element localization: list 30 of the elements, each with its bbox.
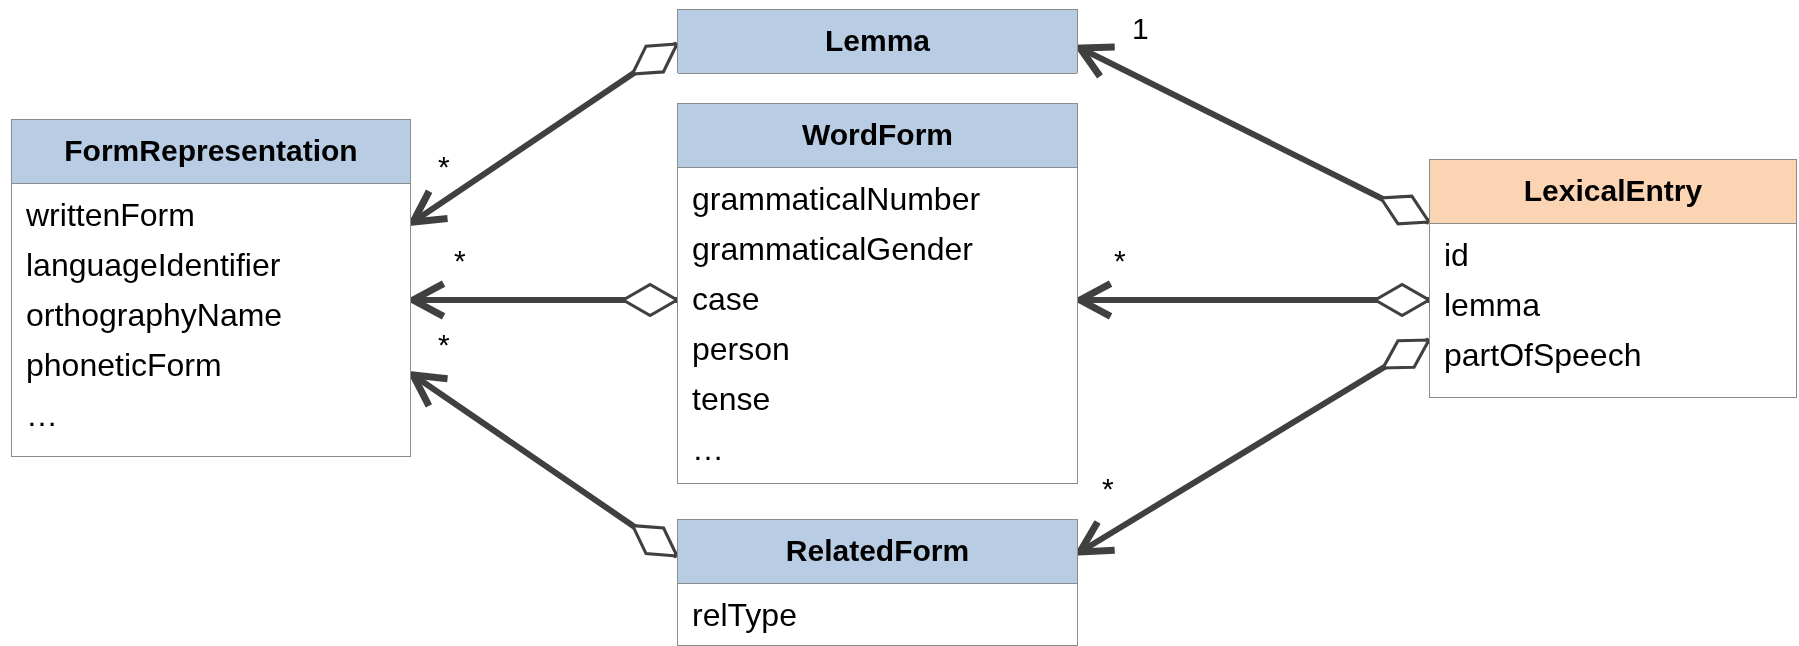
attribute-text: languageIdentifier: [25, 246, 282, 285]
attribute-text: …: [691, 430, 725, 469]
aggregation-arrow: [409, 41, 679, 226]
class-box: [677, 103, 1078, 484]
attribute-text: person: [691, 330, 791, 369]
class-name: FormRepresentation: [12, 120, 410, 184]
attribute-text: grammaticalGender: [691, 230, 974, 269]
aggregation-arrow: [1076, 337, 1431, 556]
aggregation-arrow: [1076, 280, 1431, 320]
attribute-text: tense: [691, 380, 772, 419]
attribute-text: partOfSpeech: [1443, 336, 1643, 375]
class-box: [11, 119, 411, 457]
attribute-text: writtenForm: [25, 196, 196, 235]
attribute-text: case: [691, 280, 761, 319]
class-box: [677, 519, 1078, 646]
class-box: [1429, 159, 1797, 398]
attribute-text: id: [1443, 236, 1470, 275]
aggregation-arrow: [409, 280, 679, 320]
class-name: WordForm: [678, 104, 1077, 168]
class-name: LexicalEntry: [1430, 160, 1796, 224]
attribute-text: relType: [691, 596, 798, 635]
attribute-text: …: [25, 396, 59, 435]
aggregation-arrow: [1076, 43, 1431, 226]
attribute-text: lemma: [1443, 286, 1541, 325]
class-name: Lemma: [678, 10, 1077, 74]
aggregation-arrow: [409, 371, 679, 559]
class-name: RelatedForm: [678, 520, 1077, 584]
attribute-text: phoneticForm: [25, 346, 223, 385]
attribute-text: orthographyName: [25, 296, 284, 335]
attribute-text: grammaticalNumber: [691, 180, 982, 219]
